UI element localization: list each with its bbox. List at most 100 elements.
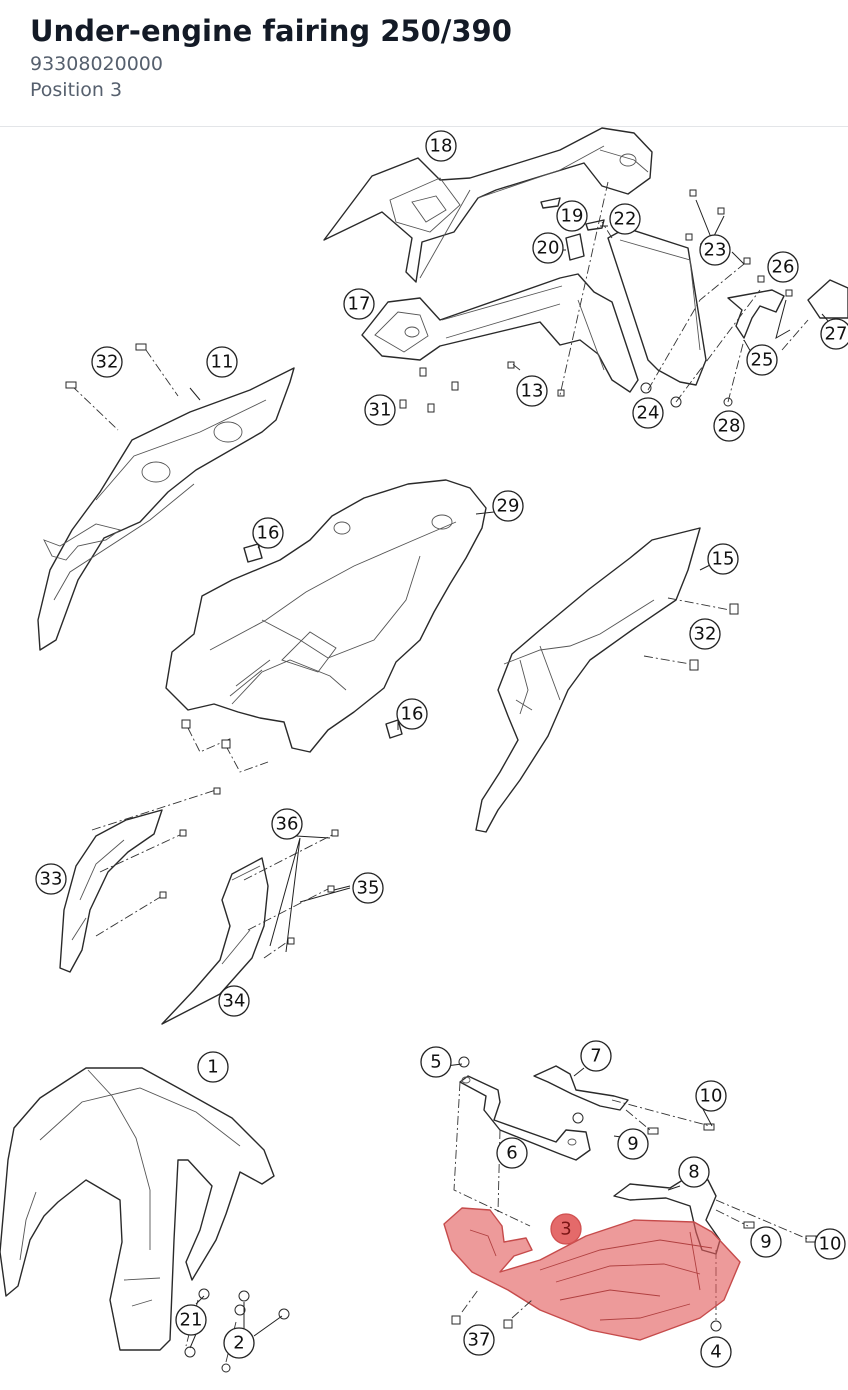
part-22-licence-plate[interactable] <box>607 227 707 386</box>
svg-text:29: 29 <box>497 496 520 517</box>
callout-6[interactable]: 6 <box>496 1137 528 1169</box>
callout-16-bottom[interactable]: 16 <box>396 698 428 730</box>
callout-20[interactable]: 20 <box>532 232 564 264</box>
page-header: Under-engine fairing 250/390 93308020000… <box>0 0 848 127</box>
svg-text:9: 9 <box>760 1232 771 1253</box>
callout-2[interactable]: 2 <box>223 1327 255 1359</box>
svg-text:10: 10 <box>819 1234 842 1255</box>
svg-text:18: 18 <box>430 136 453 157</box>
part-number: 93308020000 <box>30 53 163 75</box>
upper-bolts <box>399 189 793 413</box>
svg-text:21: 21 <box>180 1310 203 1331</box>
part-27-reflector[interactable] <box>807 279 848 319</box>
svg-text:23: 23 <box>704 240 727 261</box>
svg-text:36: 36 <box>276 814 299 835</box>
part-25-bracket[interactable] <box>727 289 785 339</box>
part-6-bracket[interactable] <box>459 1075 591 1161</box>
callout-36[interactable]: 36 <box>271 808 303 840</box>
part-18-subframe-bracket[interactable] <box>323 127 653 283</box>
svg-text:7: 7 <box>590 1046 601 1067</box>
part-16-clip-top[interactable] <box>243 543 263 563</box>
part-29-tail-tray[interactable] <box>165 479 487 753</box>
callout-1[interactable]: 1 <box>197 1051 229 1083</box>
callout-32-right[interactable]: 32 <box>689 618 721 650</box>
callout-23[interactable]: 23 <box>699 234 731 266</box>
callout-9-top[interactable]: 9 <box>617 1128 649 1160</box>
callout-25[interactable]: 25 <box>746 344 778 376</box>
position-label: Position 3 <box>30 79 123 101</box>
callout-8[interactable]: 8 <box>678 1156 710 1188</box>
callout-21[interactable]: 21 <box>175 1304 207 1336</box>
part-3-under-engine-fairing[interactable] <box>443 1207 741 1341</box>
part-17-lower-subframe[interactable] <box>361 273 639 393</box>
svg-text:25: 25 <box>751 350 774 371</box>
page-title: Under-engine fairing 250/390 <box>30 14 512 48</box>
callout-11[interactable]: 11 <box>206 346 238 378</box>
callout-33[interactable]: 33 <box>35 863 67 895</box>
callout-27[interactable]: 27 <box>820 318 848 350</box>
callout-13[interactable]: 13 <box>516 375 548 407</box>
svg-text:33: 33 <box>40 869 63 890</box>
part-34-side-panel[interactable] <box>161 857 269 1025</box>
part-15-right-tail-cover[interactable] <box>475 527 701 833</box>
callout-7[interactable]: 7 <box>580 1040 612 1072</box>
svg-text:20: 20 <box>537 238 560 259</box>
svg-text:24: 24 <box>637 403 660 424</box>
svg-text:16: 16 <box>401 704 424 725</box>
callout-4[interactable]: 4 <box>700 1336 732 1368</box>
svg-text:1: 1 <box>207 1057 218 1078</box>
svg-text:5: 5 <box>430 1052 441 1073</box>
callout-19[interactable]: 19 <box>556 200 588 232</box>
callout-34[interactable]: 34 <box>218 985 250 1017</box>
svg-text:2: 2 <box>233 1333 244 1354</box>
exploded-parts-diagram: 18 19 22 20 23 26 17 27 25 13 31 24 28 3… <box>0 127 848 1373</box>
callout-18[interactable]: 18 <box>425 130 457 162</box>
part-1-front-mudguard[interactable] <box>0 1067 275 1351</box>
svg-text:13: 13 <box>521 381 544 402</box>
svg-text:10: 10 <box>700 1086 723 1107</box>
svg-text:8: 8 <box>688 1162 699 1183</box>
callout-3-selected[interactable]: 3 <box>550 1213 582 1245</box>
callout-9-bottom[interactable]: 9 <box>750 1226 782 1258</box>
callout-35[interactable]: 35 <box>352 872 384 904</box>
svg-text:32: 32 <box>694 624 717 645</box>
callout-37[interactable]: 37 <box>463 1324 495 1356</box>
callout-15[interactable]: 15 <box>707 543 739 575</box>
callout-17[interactable]: 17 <box>343 288 375 320</box>
svg-text:16: 16 <box>257 523 280 544</box>
callout-22[interactable]: 22 <box>609 203 641 235</box>
svg-text:32: 32 <box>96 352 119 373</box>
callout-26[interactable]: 26 <box>767 251 799 283</box>
svg-text:28: 28 <box>718 416 741 437</box>
callout-24[interactable]: 24 <box>632 397 664 429</box>
svg-text:37: 37 <box>468 1330 491 1351</box>
callout-29[interactable]: 29 <box>492 490 524 522</box>
svg-text:34: 34 <box>223 991 246 1012</box>
callout-28[interactable]: 28 <box>713 410 745 442</box>
part-2-bolts[interactable] <box>221 1290 290 1373</box>
part-7-bracket[interactable] <box>533 1065 629 1111</box>
part-33-side-panel[interactable] <box>59 809 163 973</box>
svg-text:15: 15 <box>712 549 735 570</box>
svg-text:22: 22 <box>614 209 637 230</box>
svg-text:4: 4 <box>710 1342 721 1363</box>
callout-32-left[interactable]: 32 <box>91 346 123 378</box>
svg-text:9: 9 <box>627 1134 638 1155</box>
callout-5[interactable]: 5 <box>420 1046 452 1078</box>
part-11-left-tail-cover[interactable] <box>37 367 295 651</box>
part-20-nut[interactable] <box>565 233 585 261</box>
svg-text:17: 17 <box>348 294 371 315</box>
svg-text:11: 11 <box>211 352 234 373</box>
svg-text:26: 26 <box>772 257 795 278</box>
callout-10-top[interactable]: 10 <box>695 1080 727 1112</box>
part-19-clip[interactable] <box>540 197 605 231</box>
svg-text:35: 35 <box>357 878 380 899</box>
svg-text:27: 27 <box>825 324 848 345</box>
svg-text:3: 3 <box>560 1219 571 1240</box>
callout-16-top[interactable]: 16 <box>252 517 284 549</box>
callout-31[interactable]: 31 <box>364 394 396 426</box>
svg-text:6: 6 <box>506 1143 517 1164</box>
svg-text:19: 19 <box>561 206 584 227</box>
callout-10-bottom[interactable]: 10 <box>814 1228 846 1260</box>
part-21-washers[interactable] <box>184 1288 210 1358</box>
